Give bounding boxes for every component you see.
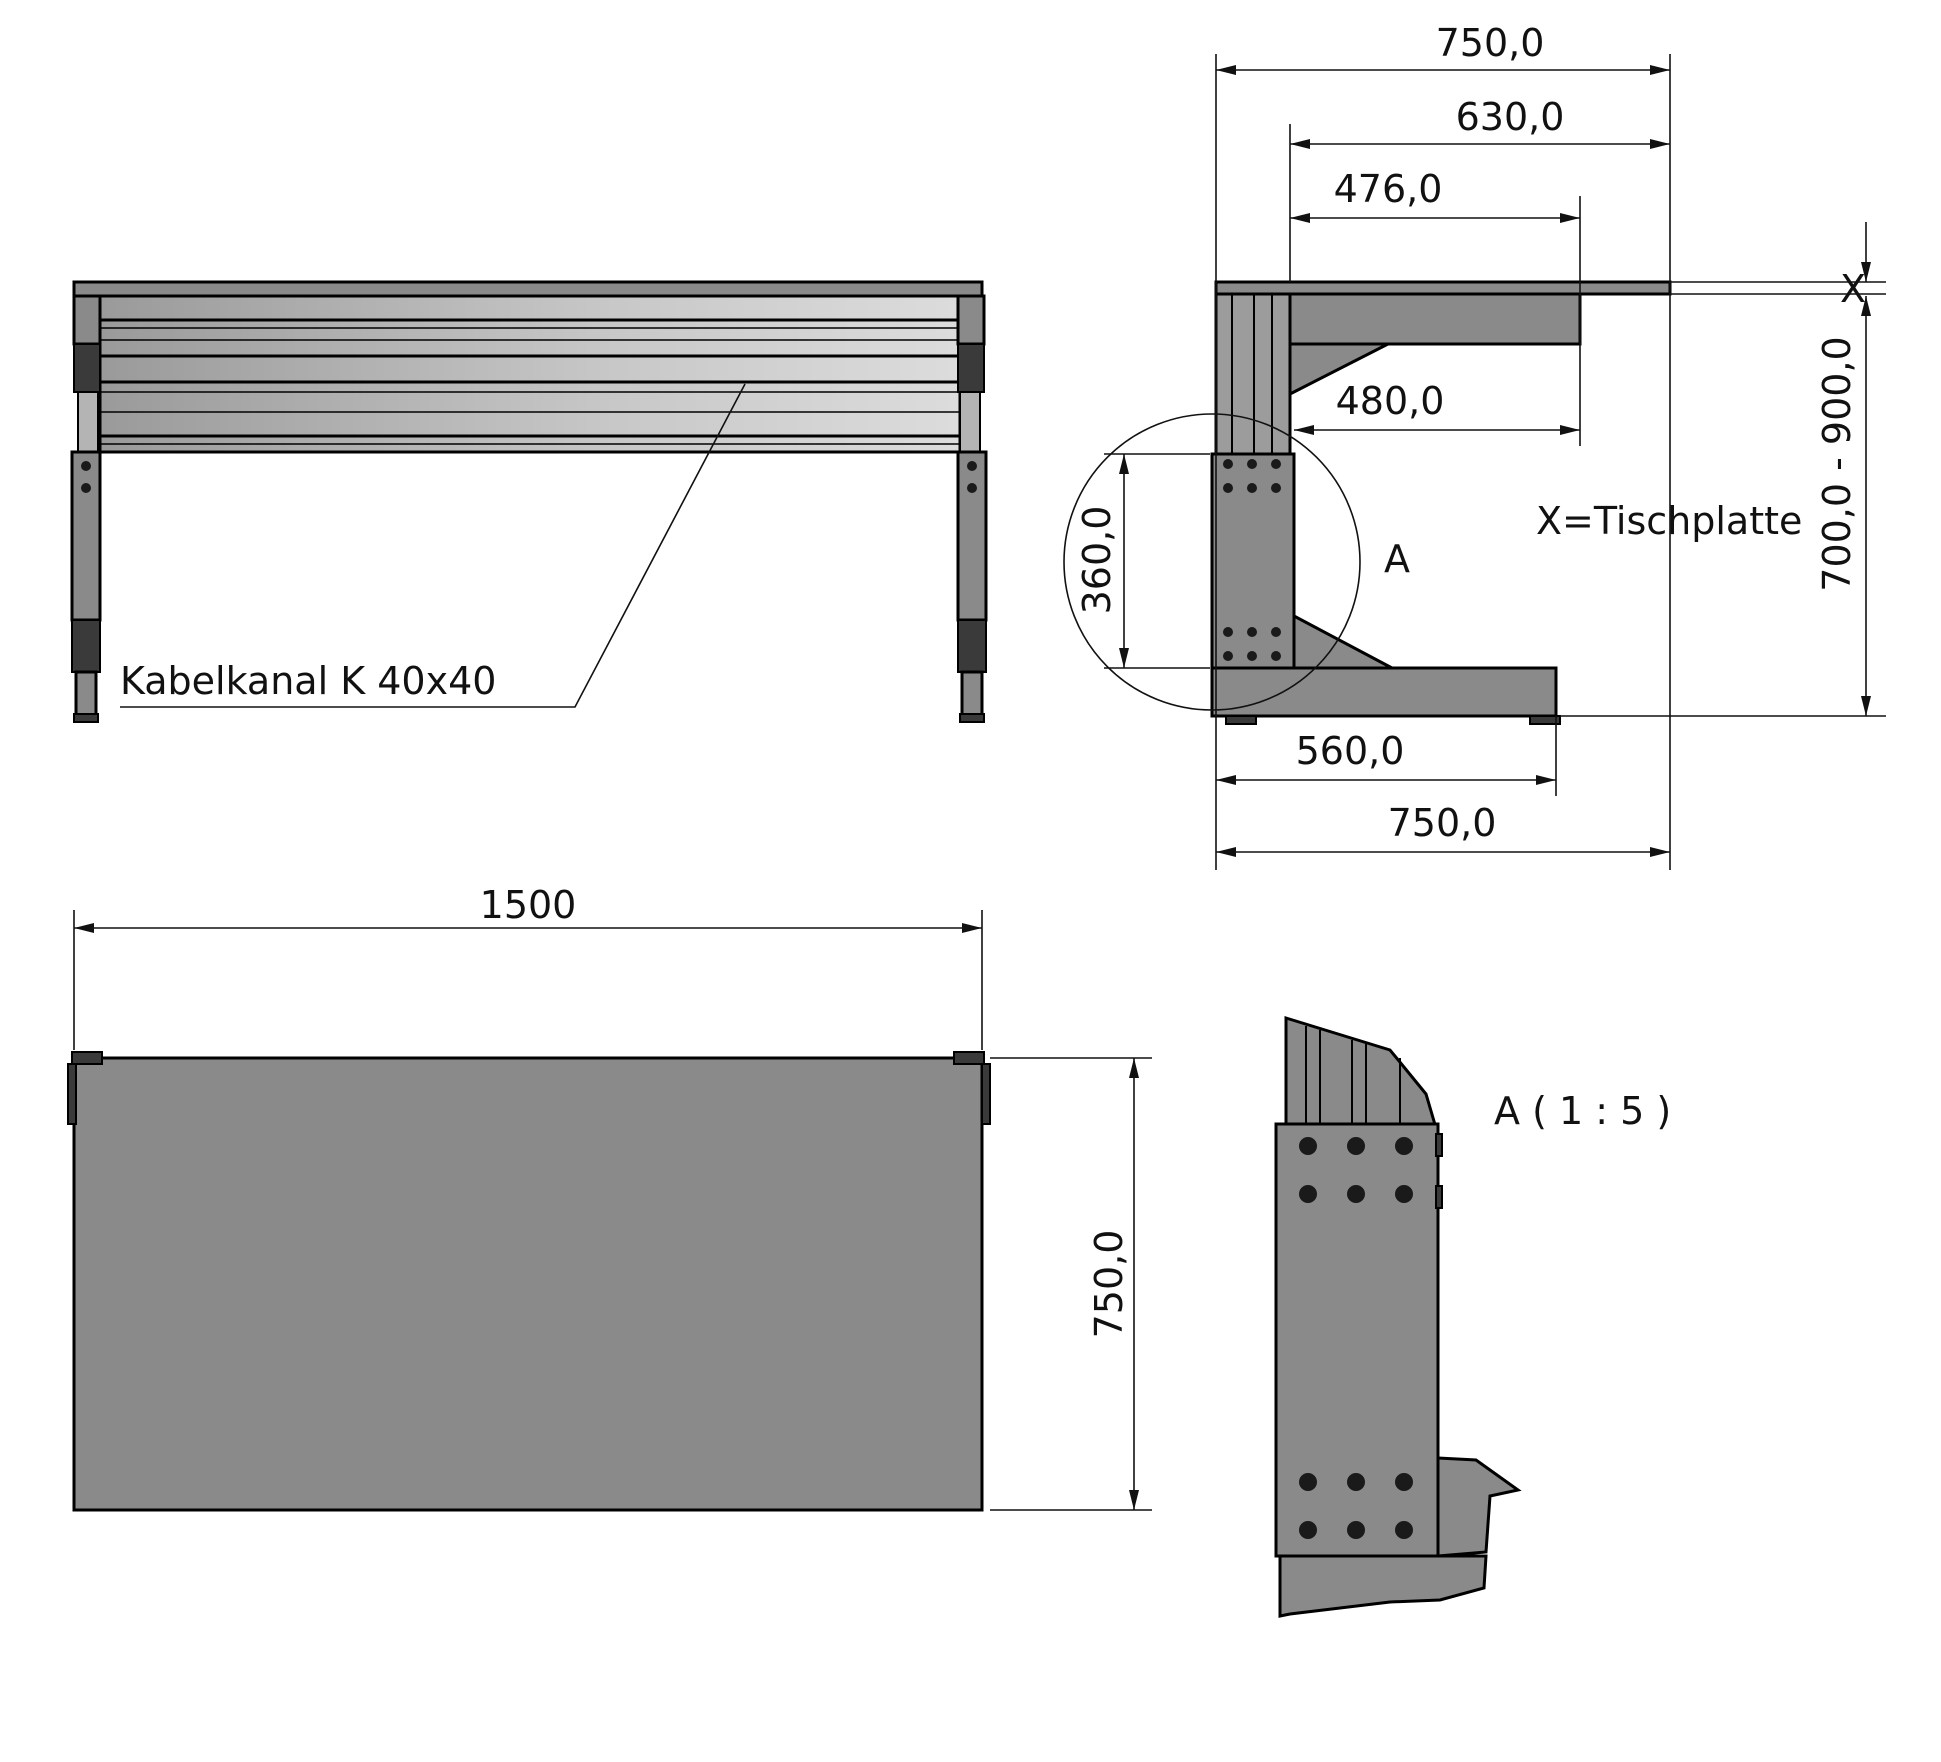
dim-476-text: 476,0 [1334,167,1443,211]
dim-560-text: 560,0 [1296,729,1405,773]
dim-630-text: 630,0 [1456,95,1565,139]
detail-marker-a: A [1384,537,1410,581]
front-view: Kabelkanal K 40x40 [70,280,988,723]
front-left-leg [70,294,102,723]
dim-bottom-750-text: 750,0 [1388,801,1497,845]
detail-circle-a [1063,413,1361,711]
side-foot [1210,666,1558,718]
side-view: A 750,0 630,0 476,0 480,0 360,0 560,0 75… [1063,21,1886,870]
top-tabletop [72,1056,984,1512]
dim-width-1500-text: 1500 [480,883,577,927]
dim-top-750-text: 750,0 [1436,21,1545,65]
dim-480-text: 480,0 [1336,379,1445,423]
detail-title: A ( 1 : 5 ) [1494,1089,1671,1133]
dim-height-range-text: 700,0 - 900,0 [1815,336,1859,591]
side-tabletop [1214,280,1672,296]
front-right-leg [956,294,988,723]
detail-view: A ( 1 : 5 ) [1274,1015,1671,1618]
top-view: 1500 750,0 [67,883,1152,1512]
cable-channel-label: Kabelkanal K 40x40 [120,659,496,703]
dim-360-text: 360,0 [1075,506,1119,615]
cable-channel-leader [120,383,746,708]
dim-x-text: X [1840,267,1866,311]
front-tabletop [72,280,984,298]
front-cable-channel [98,294,962,454]
tabletop-legend: X=Tischplatte [1536,499,1802,543]
dim-depth-750-text: 750,0 [1087,1230,1131,1339]
